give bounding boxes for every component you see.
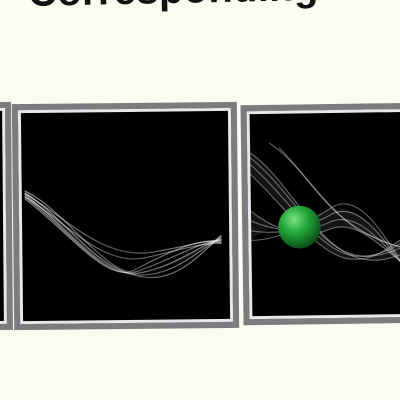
hough-curves-right	[249, 142, 400, 280]
left-partial-panel	[0, 101, 14, 331]
page-title: Corresponding Hough	[28, 0, 400, 15]
right-hough-panel	[240, 102, 400, 326]
hough-curves-middle	[24, 190, 222, 279]
green-sphere-marker	[278, 205, 321, 249]
middle-hough-panel	[11, 101, 240, 331]
